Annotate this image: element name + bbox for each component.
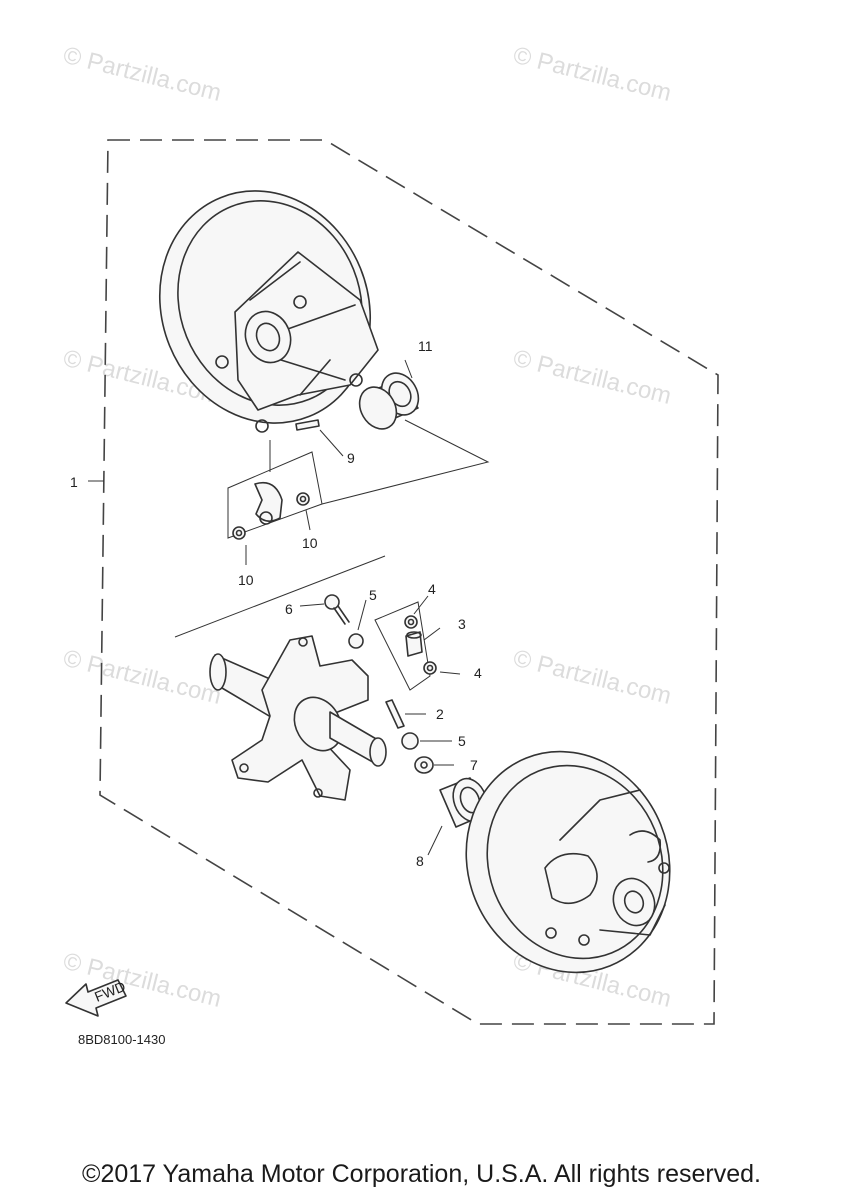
- callout-7: 7: [470, 757, 478, 773]
- callout-3: 3: [458, 616, 466, 632]
- callout-10: 10: [238, 572, 254, 588]
- spider-assembly: [209, 635, 387, 801]
- assembly-boundary: [99, 139, 719, 1025]
- callout-5: 5: [369, 587, 377, 603]
- fwd-arrow-icon: FWD: [65, 978, 128, 1017]
- movable-sheave: [465, 750, 671, 974]
- watermark: © Partzilla.com: [511, 345, 674, 410]
- watermark: © Partzilla.com: [61, 645, 224, 710]
- callout-8: 8: [416, 853, 424, 869]
- callout-1: 1: [70, 474, 78, 490]
- part-5-washer: [401, 732, 419, 750]
- copyright-notice: ©2017 Yamaha Motor Corporation, U.S.A. A…: [82, 1160, 761, 1188]
- part-3-4-roller-group: [374, 601, 437, 691]
- callout-leaders: [88, 359, 461, 856]
- part-9-pin: [295, 419, 320, 431]
- part-10-weight-group: [227, 451, 323, 540]
- callout-5: 5: [458, 733, 466, 749]
- fixed-sheave: [158, 190, 379, 433]
- part-11-collar: [358, 372, 420, 430]
- callout-9: 9: [347, 450, 355, 466]
- part-5-washer: [348, 633, 364, 649]
- diagram-code: 8BD8100-1430: [78, 1032, 166, 1047]
- callout-labels: 1 11 9 10 10 6 5 4 3 4 2 5 7 8: [70, 338, 482, 869]
- callout-10: 10: [302, 535, 318, 551]
- watermark: © Partzilla.com: [511, 42, 674, 107]
- callout-4: 4: [474, 665, 482, 681]
- watermark: © Partzilla.com: [61, 42, 224, 107]
- callout-6: 6: [285, 601, 293, 617]
- callout-2: 2: [436, 706, 444, 722]
- watermark: © Partzilla.com: [511, 645, 674, 710]
- leader-upper: [269, 419, 490, 505]
- leader-middle: [174, 555, 386, 638]
- callout-4: 4: [428, 581, 436, 597]
- part-2-pin: [385, 699, 405, 729]
- part-7-nut: [414, 756, 434, 774]
- callout-11: 11: [418, 338, 433, 354]
- part-6-bolt: [324, 594, 350, 625]
